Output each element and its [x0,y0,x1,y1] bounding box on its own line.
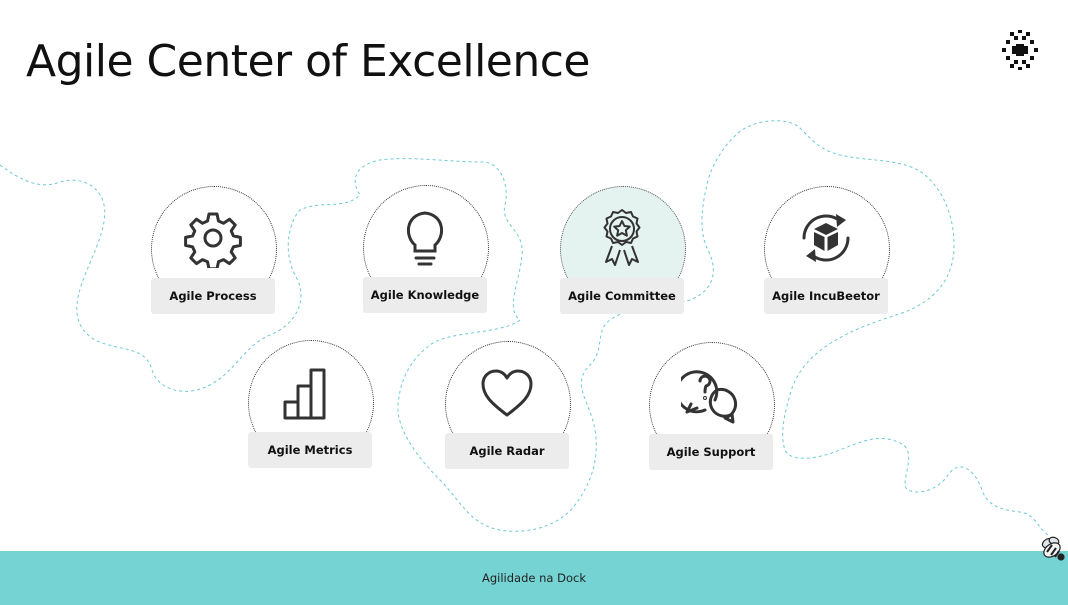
lightbulb-icon [406,211,444,266]
card-label: Agile Metrics [248,432,372,468]
card-agile-support[interactable]: Agile Support [649,342,775,476]
footer-text: Agilidade na Dock [482,571,586,585]
award-badge-icon [603,209,641,266]
card-label: Agile Support [649,434,773,470]
bee-icon [1041,536,1065,561]
card-agile-knowledge[interactable]: Agile Knowledge [363,185,489,319]
card-agile-committee[interactable]: Agile Committee [560,186,686,320]
pixel-x-logo-icon [1002,30,1038,70]
page-title: Agile Center of Excellence [26,36,591,87]
card-agile-radar[interactable]: Agile Radar [445,341,571,475]
card-label: Agile Radar [445,433,569,469]
chat-question-icon [681,370,738,424]
card-label: Agile Knowledge [363,277,487,313]
card-label: Agile Committee [560,278,684,314]
card-agile-metrics[interactable]: Agile Metrics [248,340,374,474]
card-agile-incubeetor[interactable]: Agile IncuBeetor [764,186,890,320]
card-agile-process[interactable]: Agile Process [151,186,277,320]
card-label: Agile IncuBeetor [764,278,888,314]
footer-bar: Agilidade na Dock [0,551,1068,605]
heart-icon [481,369,533,417]
card-label: Agile Process [151,278,275,314]
gear-icon [184,212,242,268]
bar-chart-icon [283,368,326,420]
cube-cycle-icon [802,214,850,262]
